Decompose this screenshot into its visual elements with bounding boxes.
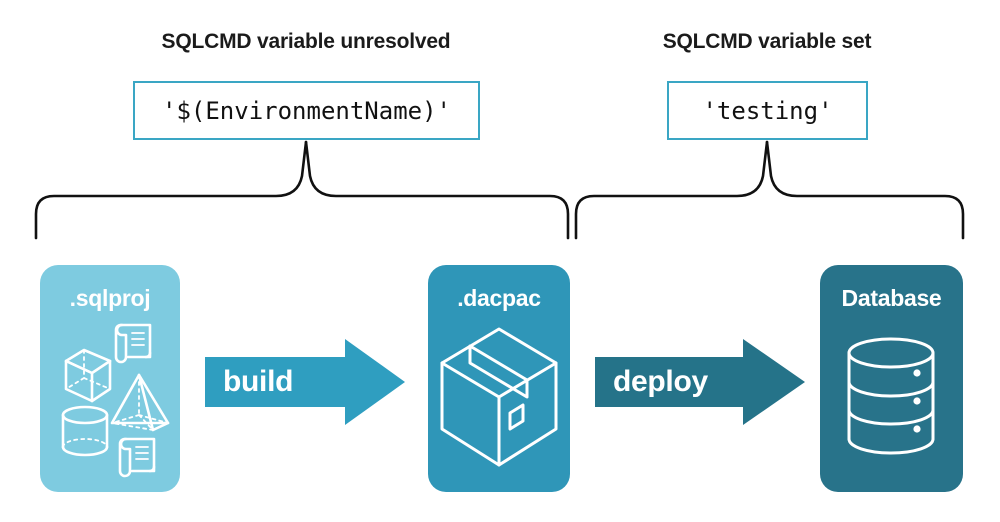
- stage-label-dacpac: .dacpac: [457, 285, 541, 311]
- arrow-deploy-label: deploy: [613, 365, 708, 398]
- script-icon: [114, 323, 152, 364]
- dacpac-artwork: [428, 317, 570, 484]
- sqlproj-artwork: [40, 317, 180, 484]
- pyramid-icon: [110, 373, 170, 432]
- stage-label-sqlproj: .sqlproj: [69, 285, 151, 311]
- cube-icon: [64, 348, 112, 403]
- code-value-right: 'testing': [702, 96, 833, 125]
- code-value-left: '$(EnvironmentName)': [162, 96, 451, 125]
- curly-brace-left-group: [34, 140, 570, 240]
- section-title-left: SQLCMD variable unresolved: [161, 30, 451, 53]
- stage-card-sqlproj: .sqlproj: [40, 265, 180, 492]
- database-cylinder-icon: [847, 337, 935, 455]
- curly-brace-right-group: [574, 140, 965, 240]
- stage-card-dacpac: .dacpac: [428, 265, 570, 492]
- arrow-deploy-shape: [595, 339, 805, 425]
- package-box-icon: [440, 327, 558, 467]
- stage-card-database: Database: [820, 265, 963, 492]
- cylinder-icon: [61, 405, 109, 457]
- code-box-right: 'testing': [667, 81, 868, 140]
- arrow-build-shape: [205, 339, 405, 425]
- section-title-right: SQLCMD variable set: [662, 30, 872, 53]
- code-box-left: '$(EnvironmentName)': [133, 81, 480, 140]
- arrow-deploy: deploy: [595, 337, 805, 427]
- arrow-build-label: build: [223, 365, 294, 398]
- script-icon: [118, 437, 156, 478]
- arrow-build: build: [205, 337, 405, 427]
- database-artwork: [820, 317, 963, 484]
- stage-label-database: Database: [841, 285, 942, 311]
